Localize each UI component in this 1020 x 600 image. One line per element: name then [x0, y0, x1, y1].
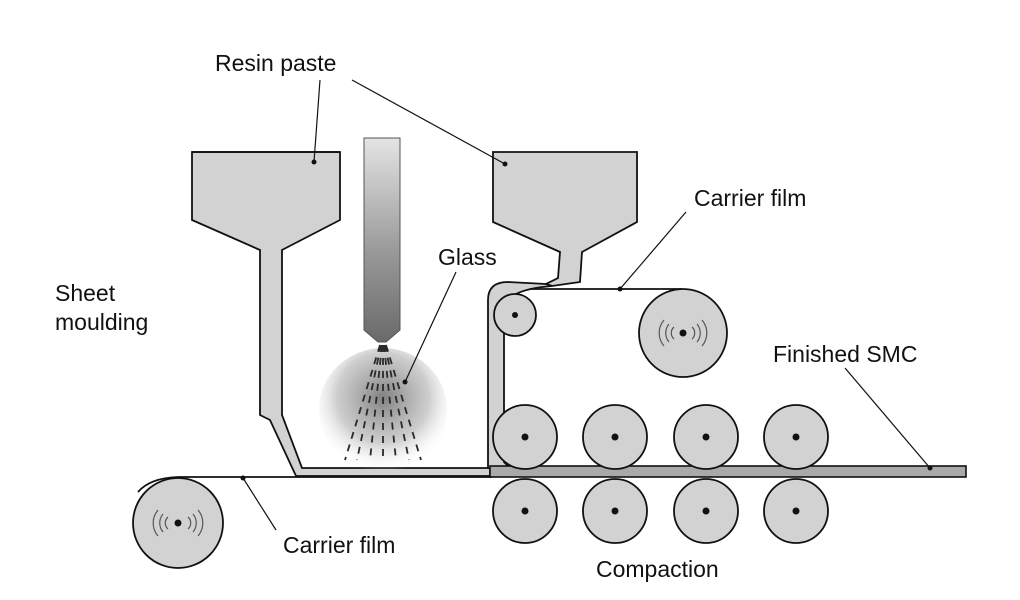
compaction-roller: [582, 478, 648, 544]
label-sheet-moulding-line2: moulding: [55, 309, 148, 335]
bottom-carrier-film-roll: [132, 477, 224, 569]
label-glass: Glass: [438, 244, 497, 270]
compaction-roller: [492, 478, 558, 544]
compaction-roller: [582, 404, 648, 470]
compaction-rollers-bottom: [492, 478, 829, 544]
compaction-roller: [673, 404, 739, 470]
guide-roller: [493, 293, 537, 337]
right-resin-hopper: [492, 151, 638, 287]
label-resin-paste: Resin paste: [215, 50, 336, 76]
top-carrier-film-roll: [638, 288, 728, 378]
compaction-roller: [763, 404, 829, 470]
bottom-carrier-film: [137, 476, 492, 493]
compaction-roller: [673, 478, 739, 544]
compaction-rollers-top: [492, 404, 829, 470]
compaction-roller: [763, 478, 829, 544]
label-sheet-moulding-line1: Sheet: [55, 280, 116, 306]
label-compaction: Compaction: [596, 556, 719, 582]
label-carrier-film-top: Carrier film: [694, 185, 806, 211]
finished-smc-sheet: [489, 465, 967, 478]
label-finished-smc: Finished SMC: [773, 341, 917, 367]
glass-chopper: [363, 137, 401, 343]
label-carrier-film-bottom: Carrier film: [283, 532, 395, 558]
glass-fiber-spray: [319, 344, 447, 472]
compaction-roller: [492, 404, 558, 470]
leader-lines: [240, 79, 933, 531]
